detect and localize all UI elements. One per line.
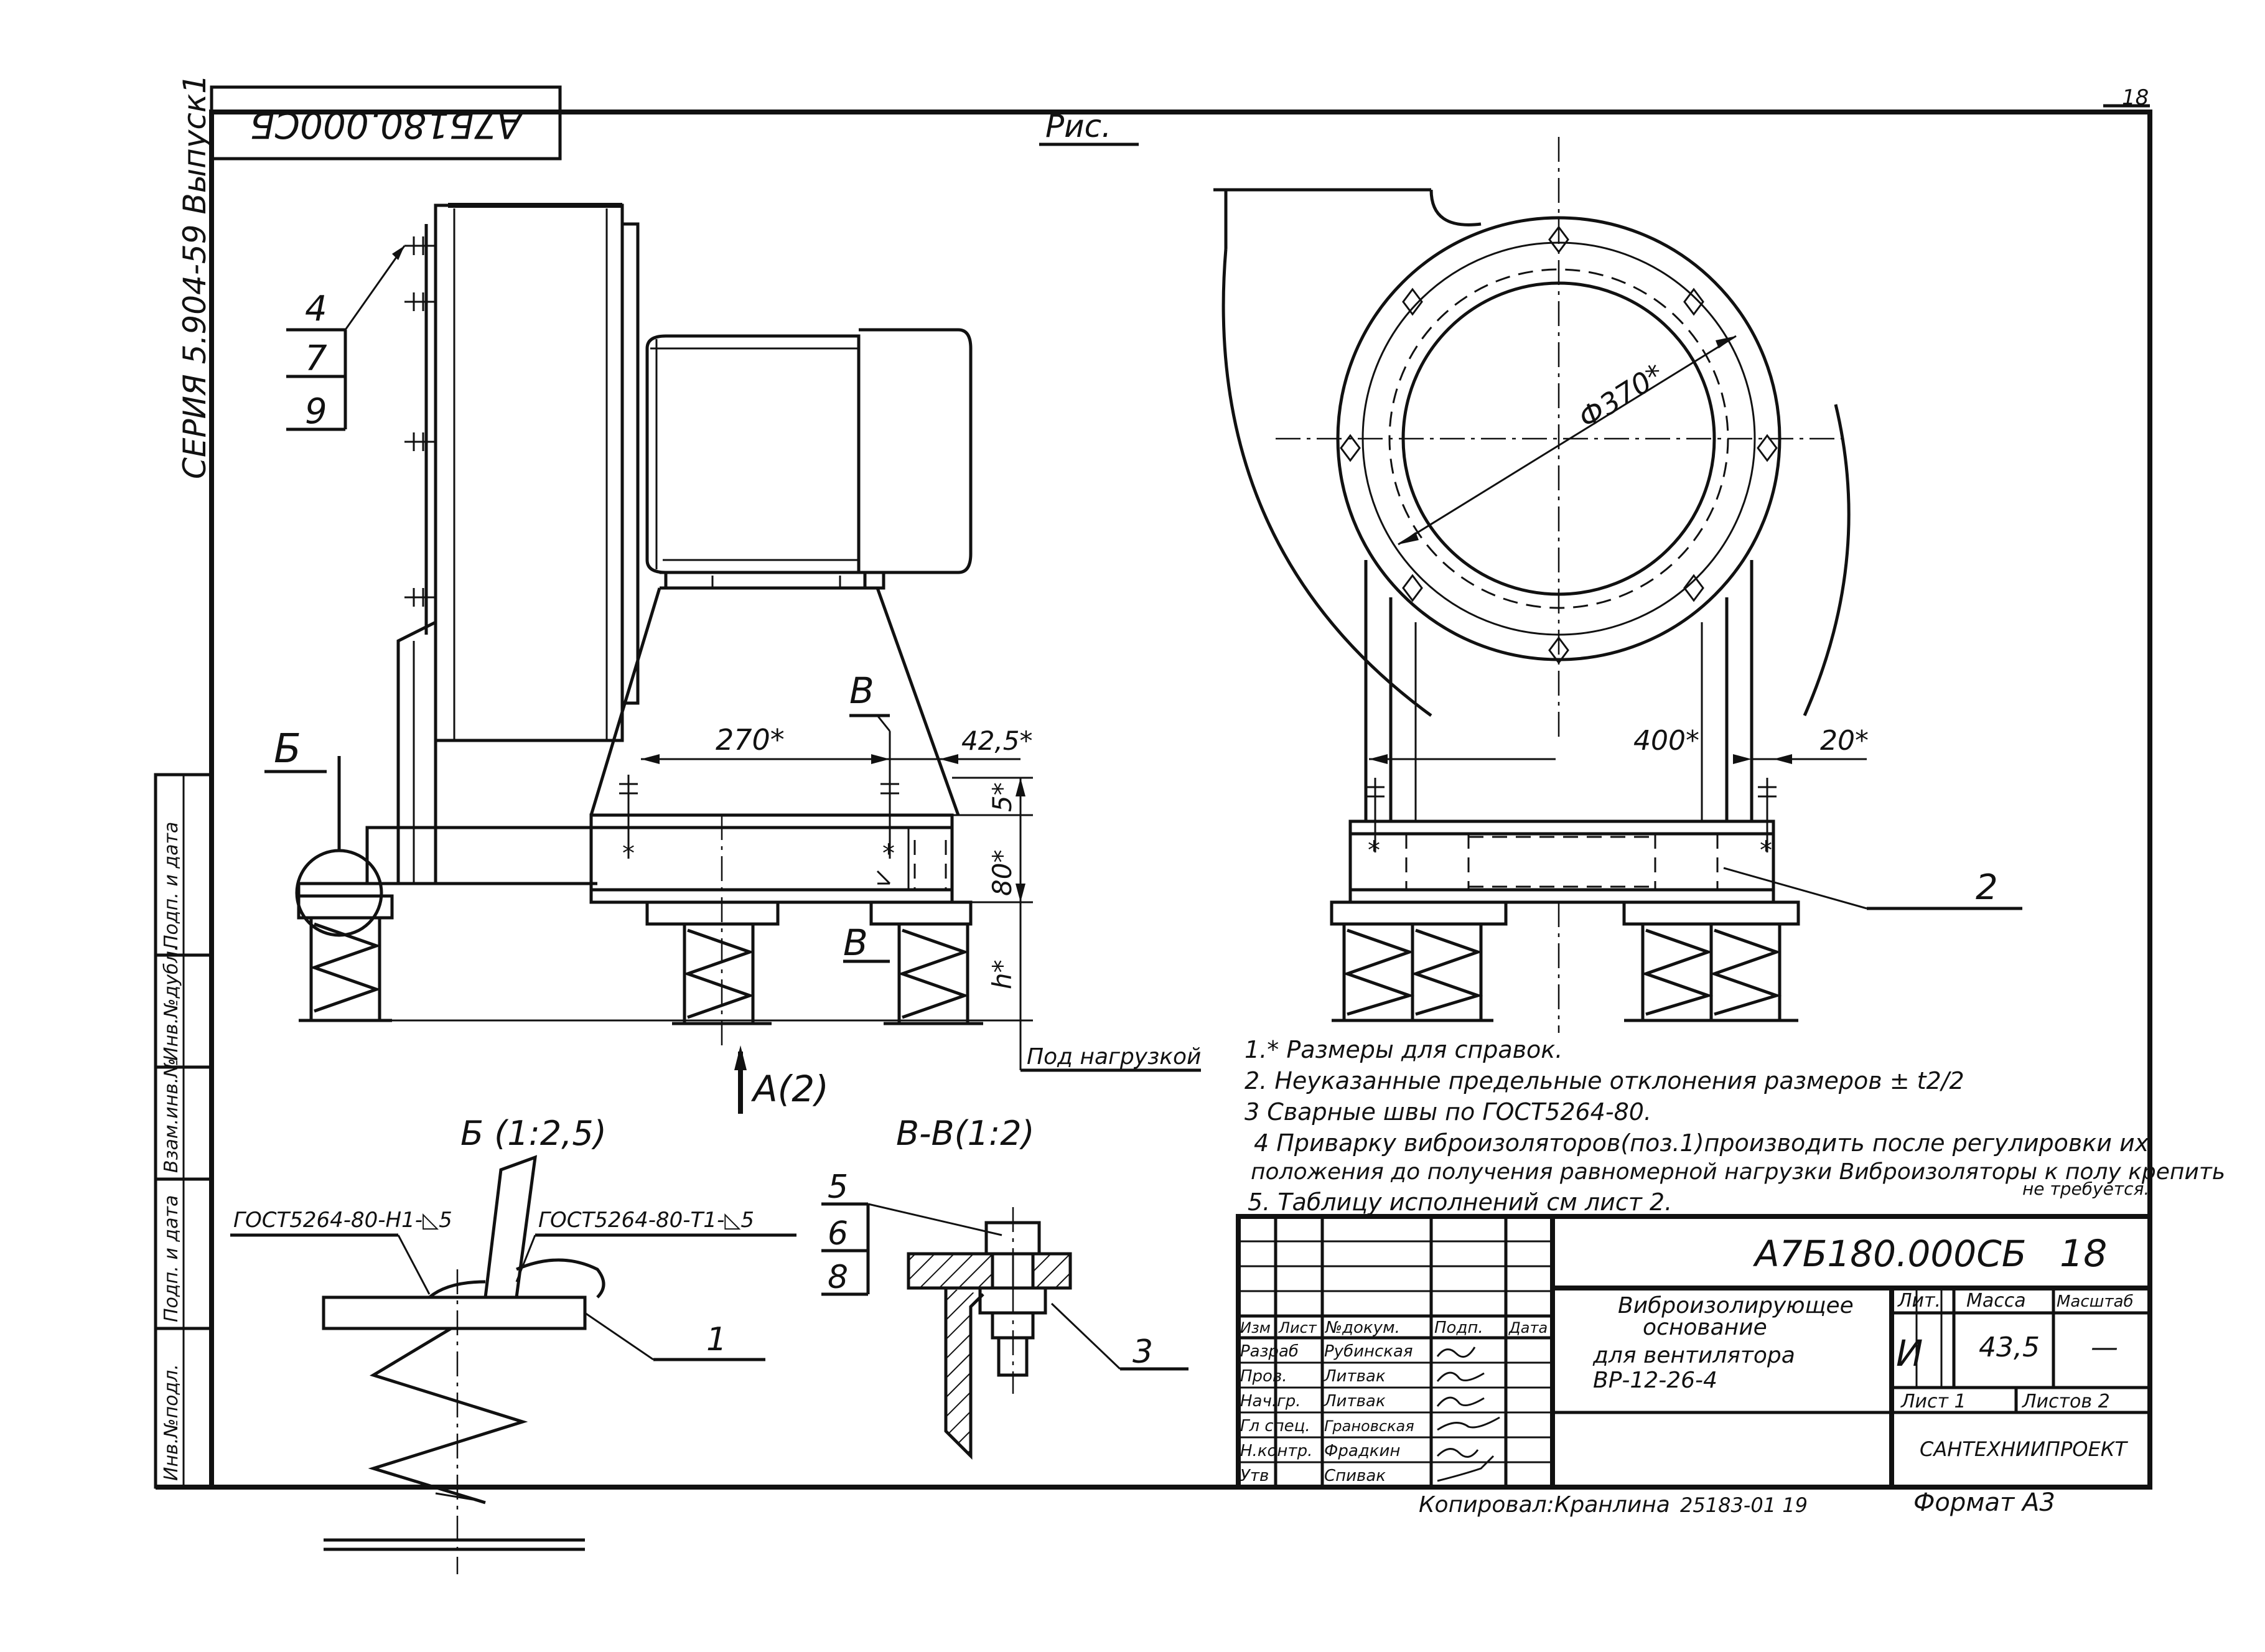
tb-name-2: Литвак	[1324, 1367, 1386, 1386]
weld-note-2: ГОСТ5264-80-Т1-◺5	[538, 1208, 754, 1233]
weld-note-1: ГОСТ5264-80-Н1-◺5	[233, 1208, 452, 1233]
tb-page-num: 18	[2060, 1232, 2107, 1276]
callout-7: 7	[305, 338, 327, 379]
dim-42-5: 42,5*	[961, 726, 1033, 756]
callout-b: Б	[274, 726, 301, 772]
tb-scale-head: Масштаб	[2057, 1292, 2134, 1311]
svg-text:*: *	[1368, 836, 1380, 865]
dim-20: 20*	[1820, 725, 1869, 757]
detail-b	[230, 1155, 796, 1574]
title-block	[1236, 1214, 2152, 1490]
series-label: СЕРИЯ 5.904-59 Выпуск1	[177, 74, 213, 479]
tb-name-4: Грановская	[1324, 1417, 1414, 1435]
side-view: * *	[295, 203, 1033, 1045]
figure-label: Рис.	[1045, 108, 1111, 144]
callout-6: 6	[828, 1215, 848, 1253]
callout-8: 8	[828, 1259, 848, 1296]
strip-label-inv-podl: Инв.№подл.	[161, 1364, 182, 1481]
tb-sheet: Лист 1	[1900, 1391, 1966, 1412]
corner-page-number: 18	[2122, 85, 2149, 110]
tb-name-6: Спивак	[1324, 1467, 1386, 1485]
tb-title-line-2: основание	[1643, 1315, 1767, 1340]
note-1: 1.* Размеры для справок.	[1245, 1036, 1562, 1063]
note-4b: положения до получения равномерной нагру…	[1251, 1159, 2225, 1185]
notes-block: 1.* Размеры для справок. 2. Неуказанные …	[1245, 1036, 2225, 1216]
left-strip	[154, 773, 213, 1489]
callout-v-top: В	[849, 670, 874, 712]
tb-role-6: Утв	[1240, 1467, 1269, 1485]
strip-label-vzam: Взам.инв.№	[161, 1058, 182, 1173]
footer-copied: Копировал:Кранлина	[1419, 1492, 1670, 1518]
tb-code: А7Б180.000СБ	[1752, 1233, 2027, 1275]
tb-org: САНТЕХНИИПРОЕКТ	[1920, 1437, 2128, 1461]
tb-title-line-4: ВР-12-26-4	[1593, 1368, 1717, 1393]
detail-b-title: Б (1:2,5)	[460, 1114, 607, 1153]
front-view: * *	[1213, 137, 2022, 1033]
signatures	[1436, 1346, 1500, 1482]
tb-title-line-1: Виброизолирующее	[1618, 1293, 1854, 1318]
callout-9: 9	[305, 391, 327, 432]
load-label: Под нагрузкой	[1027, 1044, 1201, 1070]
tb-head-date: Дата	[1508, 1319, 1548, 1337]
tb-name-3: Литвак	[1324, 1392, 1386, 1411]
note-3: 3 Сварные швы по ГОСТ5264-80.	[1245, 1098, 1651, 1126]
section-vv-title: В-В(1:2)	[896, 1114, 1035, 1153]
tb-head-doc: №докум.	[1324, 1318, 1400, 1337]
callout-1: 1	[706, 1321, 727, 1358]
callout-5: 5	[828, 1169, 848, 1206]
side-dimensions	[641, 715, 1033, 1022]
note-4c: не требуется.	[2022, 1178, 2149, 1199]
tb-role-3: Нач.гр.	[1240, 1392, 1301, 1411]
tb-lit-value: И	[1896, 1332, 1923, 1374]
note-4: 4 Приварку виброизоляторов(поз.1)произво…	[1254, 1129, 2149, 1157]
tb-title-line-3: для вентилятора	[1592, 1343, 1795, 1368]
strip-label-podp-2: Подп. и дата	[161, 822, 182, 949]
dim-h: h*	[987, 959, 1017, 989]
dim-80: 80*	[987, 850, 1017, 896]
view-arrow-a: А(2)	[750, 1068, 829, 1110]
svg-text:*: *	[882, 839, 895, 868]
dim-diameter-370: Ф370*	[1572, 357, 1670, 435]
dim-5: 5*	[987, 782, 1017, 812]
tb-mass-value: 43,5	[1979, 1332, 2040, 1363]
footer-format: Формат А3	[1913, 1488, 2055, 1517]
note-5: 5. Таблицу исполнений см лист 2.	[1248, 1188, 1672, 1216]
tb-mass-head: Масса	[1966, 1290, 2026, 1312]
callout-3: 3	[1132, 1333, 1153, 1371]
note-2: 2. Неуказанные предельные отклонения раз…	[1245, 1067, 1964, 1094]
tb-role-2: Пров.	[1240, 1367, 1287, 1386]
footer-order: 25183-01 19	[1680, 1493, 1808, 1517]
callout-stack-479	[286, 245, 406, 431]
tb-name-5: Фрадкин	[1324, 1442, 1400, 1460]
tb-role-4: Гл спец.	[1240, 1417, 1310, 1435]
tb-head-podp: Подп.	[1434, 1318, 1483, 1337]
strip-label-podp-1: Подп. и дата	[161, 1195, 182, 1322]
dim-400: 400*	[1633, 725, 1699, 757]
callout-4: 4	[305, 289, 327, 329]
callout-v-bottom: В	[843, 922, 868, 964]
tb-role-5: Н.контр.	[1240, 1442, 1312, 1460]
tb-scale-value: —	[2091, 1332, 2118, 1363]
tb-sheets: Листов 2	[2022, 1391, 2110, 1412]
rotated-code-stamp: А7Б180.000СБ	[210, 85, 562, 161]
section-vv	[821, 1202, 1189, 1460]
tb-lit-head: Лит.	[1897, 1290, 1941, 1312]
tb-role-1: Разраб	[1240, 1342, 1299, 1361]
tb-name-1: Рубинская	[1324, 1342, 1413, 1361]
dim-270: 270*	[716, 723, 785, 757]
rotated-code: А7Б180.000СБ	[250, 104, 525, 146]
svg-text:*: *	[1760, 836, 1772, 865]
tb-head-list: Лист	[1278, 1319, 1317, 1337]
callout-2: 2	[1976, 867, 1998, 908]
strip-label-inv-dubl: Инв.№дубл.	[161, 945, 182, 1061]
tb-head-izm: Изм	[1240, 1319, 1271, 1337]
svg-text:*: *	[622, 839, 635, 868]
